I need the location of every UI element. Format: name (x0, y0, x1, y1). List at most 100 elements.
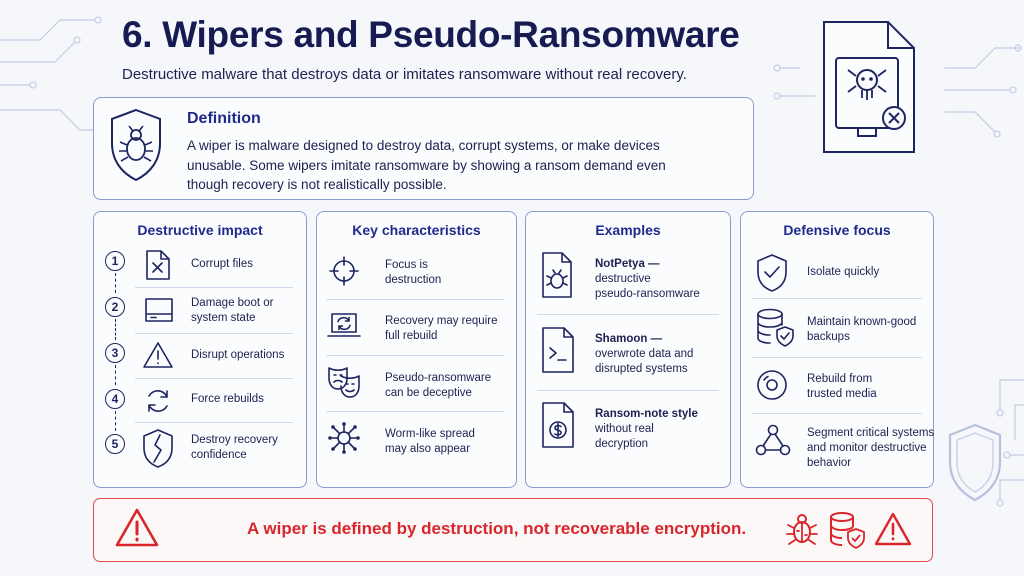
impact-line: system state (191, 312, 256, 324)
step-connector (115, 411, 116, 431)
key-takeaway-banner (93, 498, 933, 562)
divider (537, 390, 719, 391)
divider (326, 411, 504, 412)
definition-text: A wiper is malware designed to destroy d… (187, 136, 666, 195)
disc-media-icon (757, 370, 787, 400)
impact-line: Damage boot or (191, 297, 274, 309)
broken-shield-icon (143, 429, 173, 468)
impact-item-text: Destroy recovery confidence (191, 433, 278, 463)
infected-document-icon (823, 21, 915, 153)
characteristic-line: destruction (385, 274, 442, 286)
impact-line: Force rebuilds (191, 393, 264, 405)
divider (135, 422, 293, 423)
impact-line: Corrupt files (191, 258, 253, 270)
example-name: Shamoon — (595, 333, 663, 345)
example-line: decryption (595, 438, 649, 450)
defense-text: Maintain known-good backups (807, 315, 916, 345)
step-connector (115, 273, 116, 293)
warning-icon (143, 342, 173, 368)
laptop-refresh-icon (327, 313, 361, 337)
characteristic-line: can be deceptive (385, 387, 472, 399)
boot-drive-icon (145, 298, 173, 322)
impact-line: confidence (191, 449, 247, 461)
characteristic-line: full rebuild (385, 330, 438, 342)
characteristic-text: Worm-like spread may also appear (385, 427, 475, 457)
example-text: Ransom-note style without real decryptio… (595, 407, 698, 452)
red-database-shield-icon (830, 512, 865, 549)
segmented-network-icon (755, 424, 791, 456)
divider (135, 378, 293, 379)
impact-item-text: Damage boot or system state (191, 296, 273, 326)
defense-line: trusted media (807, 388, 877, 400)
example-line: destructive (595, 273, 651, 285)
rebuild-refresh-icon (148, 390, 168, 412)
example-name: Ransom-note style (595, 408, 698, 420)
example-text: Shamoon — overwrote data and disrupted s… (595, 332, 693, 377)
shield-check-icon (757, 254, 787, 292)
impact-line: Disrupt operations (191, 349, 285, 361)
step-number: 1 (105, 251, 125, 271)
defense-text: Segment critical systems and monitor des… (807, 426, 934, 471)
ransom-note-icon (542, 402, 574, 448)
example-line: overwrote data and (595, 348, 694, 360)
defense-line: Maintain known-good (807, 316, 917, 328)
definition-line: though recovery is not realistically pos… (187, 177, 447, 192)
characteristic-text: Pseudo-ransomware can be deceptive (385, 371, 491, 401)
impact-item-text: Corrupt files (191, 257, 253, 272)
definition-heading: Definition (187, 110, 261, 127)
example-line: without real (595, 423, 654, 435)
divider (537, 314, 719, 315)
divider (326, 299, 504, 300)
definition-line: unusable. Some wipers imitate ransomware… (187, 157, 666, 173)
shield-bug-icon (111, 108, 161, 182)
card-title: Examples (595, 222, 661, 238)
defense-line: Rebuild from (807, 373, 873, 385)
defense-line: backups (807, 331, 850, 343)
bug-document-icon (542, 252, 572, 298)
step-number: 2 (105, 297, 125, 317)
example-line: disrupted systems (595, 363, 688, 375)
divider (752, 298, 922, 299)
example-text: NotPetya — destructive pseudo-ransomware (595, 257, 700, 302)
target-icon (329, 256, 359, 286)
defense-line: Isolate quickly (807, 266, 880, 278)
example-name: NotPetya — (595, 258, 660, 270)
characteristic-line: may also appear (385, 443, 471, 455)
red-warning-icon (874, 512, 912, 546)
impact-item-text: Disrupt operations (191, 348, 284, 363)
step-number: 4 (105, 389, 125, 409)
card-title: Defensive focus (783, 222, 891, 238)
step-number: 3 (105, 343, 125, 363)
defense-line: and monitor destructive (807, 442, 927, 454)
impact-line: Destroy recovery (191, 434, 278, 446)
characteristic-text: Recovery may require full rebuild (385, 314, 497, 344)
page-subtitle: Destructive malware that destroys data o… (122, 66, 687, 83)
defensive-focus-card: Defensive focus (740, 211, 934, 488)
defense-text: Isolate quickly (807, 265, 879, 280)
destructive-impact-card: Destructive impact (93, 211, 307, 488)
defense-line: behavior (807, 457, 852, 469)
step-number: 5 (105, 434, 125, 454)
card-title: Key characteristics (352, 222, 481, 238)
divider (135, 287, 293, 288)
defense-text: Rebuild from trusted media (807, 372, 877, 402)
divider (135, 333, 293, 334)
theater-masks-icon (328, 367, 360, 398)
characteristic-line: Focus is (385, 259, 428, 271)
characteristic-line: Worm-like spread (385, 428, 475, 440)
definition-line: A wiper is malware designed to destroy d… (187, 138, 660, 153)
divider (326, 355, 504, 356)
network-spread-icon (328, 422, 360, 454)
characteristic-text: Focus is destruction (385, 258, 441, 288)
divider (752, 357, 922, 358)
divider (752, 413, 922, 414)
takeaway-message: A wiper is defined by destruction, not r… (247, 519, 747, 538)
red-bug-icon (786, 514, 818, 545)
corrupt-file-icon (146, 250, 170, 280)
page-title: 6. Wipers and Pseudo-Ransomware (122, 14, 740, 55)
example-line: pseudo-ransomware (595, 288, 700, 300)
step-connector (115, 319, 116, 340)
examples-card: Examples (525, 211, 731, 488)
defense-line: Segment critical systems (807, 427, 935, 439)
